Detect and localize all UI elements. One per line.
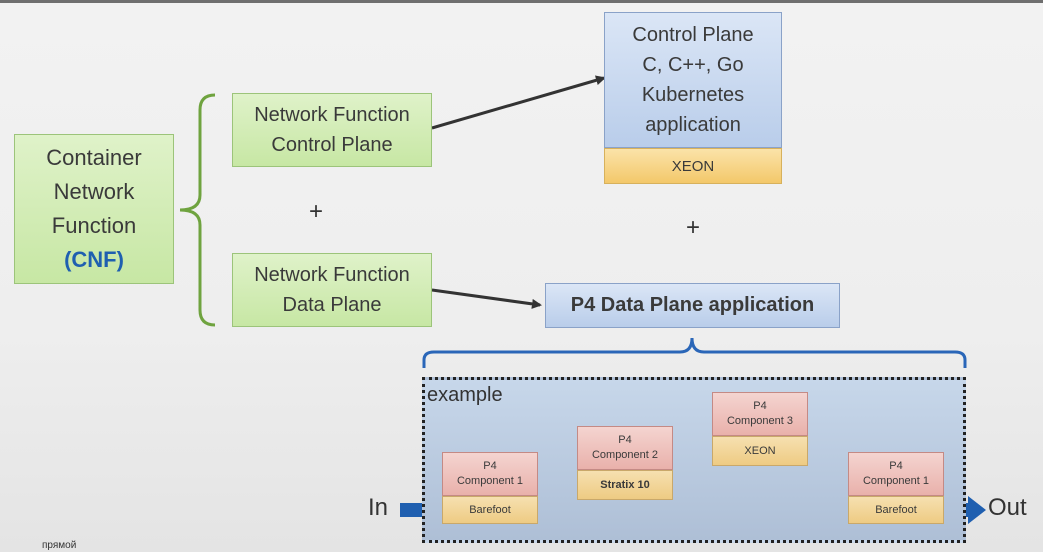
plus-right: +	[686, 214, 701, 241]
control-plane-line3: Kubernetes	[641, 84, 745, 106]
control-plane-line2: C, C++, Go	[642, 54, 744, 76]
comp3-line2: Component 3	[726, 415, 794, 427]
comp3-hw: XEON	[712, 436, 808, 466]
cnf-line3: Function	[51, 213, 137, 238]
plus-left: +	[309, 198, 324, 225]
comp3-line1: P4	[753, 400, 767, 412]
comp1-right-line1: P4	[889, 460, 903, 472]
comp1-left-hw: Barefoot	[442, 496, 538, 524]
comp1-right-hw: Barefoot	[848, 496, 944, 524]
green-brace	[179, 93, 216, 327]
blue-brace	[422, 337, 967, 368]
arrow-control	[431, 75, 606, 130]
p4-data-plane-app-box: P4 Data Plane application	[545, 283, 840, 328]
p4-component-1-left: P4 Component 1	[442, 452, 538, 496]
nf-control-line1: Network Function	[254, 104, 410, 126]
caption-text: прямой	[42, 540, 77, 551]
comp2-line1: P4	[618, 434, 632, 446]
nf-control-plane-box: Network Function Control Plane	[232, 93, 432, 167]
nf-control-line2: Control Plane	[271, 134, 393, 156]
control-plane-line1: Control Plane	[632, 24, 754, 46]
nf-data-line1: Network Function	[254, 264, 410, 286]
comp2-hw: Stratix 10	[577, 470, 673, 500]
out-label: Out	[988, 494, 1027, 521]
p4-component-3: P4 Component 3	[712, 392, 808, 436]
cnf-line2: Network	[53, 179, 135, 204]
p4-component-2: P4 Component 2	[577, 426, 673, 470]
comp2-line2: Component 2	[591, 449, 659, 461]
in-label: In	[368, 494, 389, 521]
control-plane-line4: application	[645, 114, 741, 136]
cnf-box: Container Network Function (CNF)	[14, 134, 174, 284]
cnf-abbr: (CNF)	[64, 247, 124, 272]
p4-component-1-right: P4 Component 1	[848, 452, 944, 496]
top-border	[0, 0, 1043, 3]
comp1-left-line1: P4	[483, 460, 497, 472]
control-plane-box: Control Plane C, C++, Go Kubernetes appl…	[604, 12, 782, 148]
cnf-line1: Container	[46, 145, 142, 170]
comp1-right-line2: Component 1	[862, 475, 930, 487]
arrow-data	[431, 288, 542, 309]
example-label: example	[427, 384, 503, 406]
nf-data-plane-box: Network Function Data Plane	[232, 253, 432, 327]
nf-data-line2: Data Plane	[282, 294, 382, 316]
comp1-left-line2: Component 1	[456, 475, 524, 487]
control-plane-hw: XEON	[604, 148, 782, 184]
